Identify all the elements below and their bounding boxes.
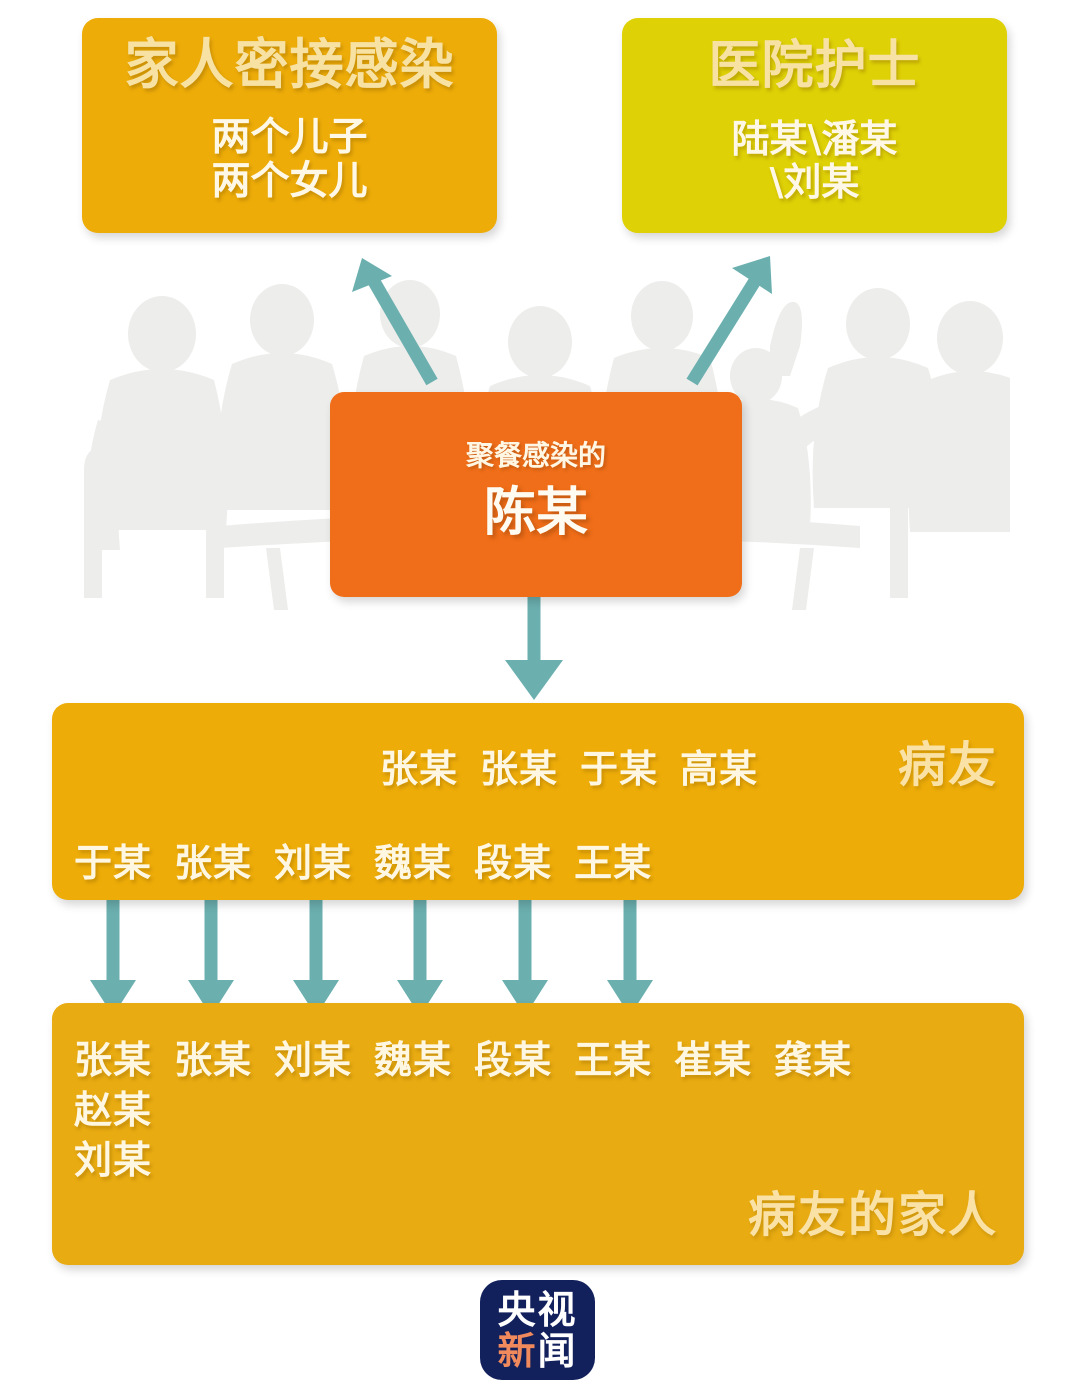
arrow-to-nurse <box>686 256 772 386</box>
patient-family-name-row-1: 张某张某刘某魏某段某王某崔某龚某 <box>74 1029 852 1084</box>
hospital-nurse-card: 医院护士 陆某\潘某 \刘某 <box>622 18 1007 233</box>
patients-name-row-1: 张某张某于某高某 <box>380 738 758 793</box>
family-close-contact-card: 家人密接感染 两个儿子 两个女儿 <box>82 18 497 233</box>
nurse-card-line-2: \刘某 <box>769 159 860 204</box>
patient-family-name-row-2: 赵某 <box>74 1079 152 1134</box>
logo-line-2: 新闻 <box>480 1332 595 1370</box>
person-name: 魏某 <box>374 1038 453 1082</box>
person-name: 刘某 <box>274 841 353 885</box>
nurse-card-title: 医院护士 <box>708 36 921 96</box>
patients-name-row-2: 于某张某刘某魏某段某王某 <box>74 832 652 887</box>
person-name: 高某 <box>680 747 759 791</box>
family-card-line-1: 两个儿子 <box>211 115 368 160</box>
person-name: 段某 <box>474 1038 553 1082</box>
family-card-title: 家人密接感染 <box>124 33 455 96</box>
person-name: 张某 <box>174 1038 253 1082</box>
logo-tile-background <box>480 1280 595 1380</box>
patients-card: 病友 张某张某于某高某 于某张某刘某魏某段某王某 <box>52 703 1024 900</box>
arrow-to-family <box>352 258 438 386</box>
index-case-name: 陈某 <box>483 483 588 543</box>
person-name: 张某 <box>380 747 459 791</box>
person-name: 王某 <box>574 1038 653 1082</box>
patient-family-name-row-3: 刘某 <box>74 1129 152 1184</box>
arrow-patient-4 <box>397 893 443 1016</box>
nurse-card-line-1: 陆某\潘某 <box>731 117 898 161</box>
person-name: 魏某 <box>374 841 453 885</box>
patient-family-card: 张某张某刘某魏某段某王某崔某龚某 赵某 刘某 病友的家人 <box>52 1003 1024 1265</box>
arrow-patient-3 <box>293 893 339 1016</box>
arrow-patient-6 <box>607 893 653 1016</box>
person-name: 崔某 <box>674 1038 753 1082</box>
person-name: 于某 <box>580 747 659 791</box>
family-card-members: 两个儿子 两个女儿 <box>82 116 497 203</box>
person-name: 赵某 <box>74 1088 153 1132</box>
person-name: 于某 <box>74 841 153 885</box>
logo-line-1: 央视 <box>497 1288 578 1332</box>
index-case-subtitle: 聚餐感染的 <box>465 439 606 472</box>
arrow-patient-1 <box>90 893 136 1016</box>
logo-accent-char: 新 <box>497 1329 538 1373</box>
logo-rest-char: 闻 <box>537 1329 578 1373</box>
person-name: 王某 <box>574 841 653 885</box>
arrow-patient-2 <box>188 893 234 1016</box>
person-name: 张某 <box>74 1038 153 1082</box>
person-name: 龚某 <box>774 1038 853 1082</box>
arrow-to-patients <box>505 597 563 700</box>
person-name: 刘某 <box>74 1138 153 1182</box>
person-name: 张某 <box>174 841 253 885</box>
patients-section-label: 病友 <box>897 737 998 793</box>
patient-family-section-label: 病友的家人 <box>747 1187 998 1243</box>
family-card-line-2: 两个女儿 <box>211 158 368 204</box>
person-name: 刘某 <box>274 1038 353 1082</box>
nurse-card-members: 陆某\潘某 \刘某 <box>622 118 1007 203</box>
index-case-card: 聚餐感染的 陈某 <box>330 392 742 597</box>
person-name: 段某 <box>474 841 553 885</box>
person-name: 张某 <box>480 747 559 791</box>
cctv-news-logo: 央视 新闻 <box>480 1280 595 1380</box>
arrow-patient-5 <box>502 893 548 1016</box>
